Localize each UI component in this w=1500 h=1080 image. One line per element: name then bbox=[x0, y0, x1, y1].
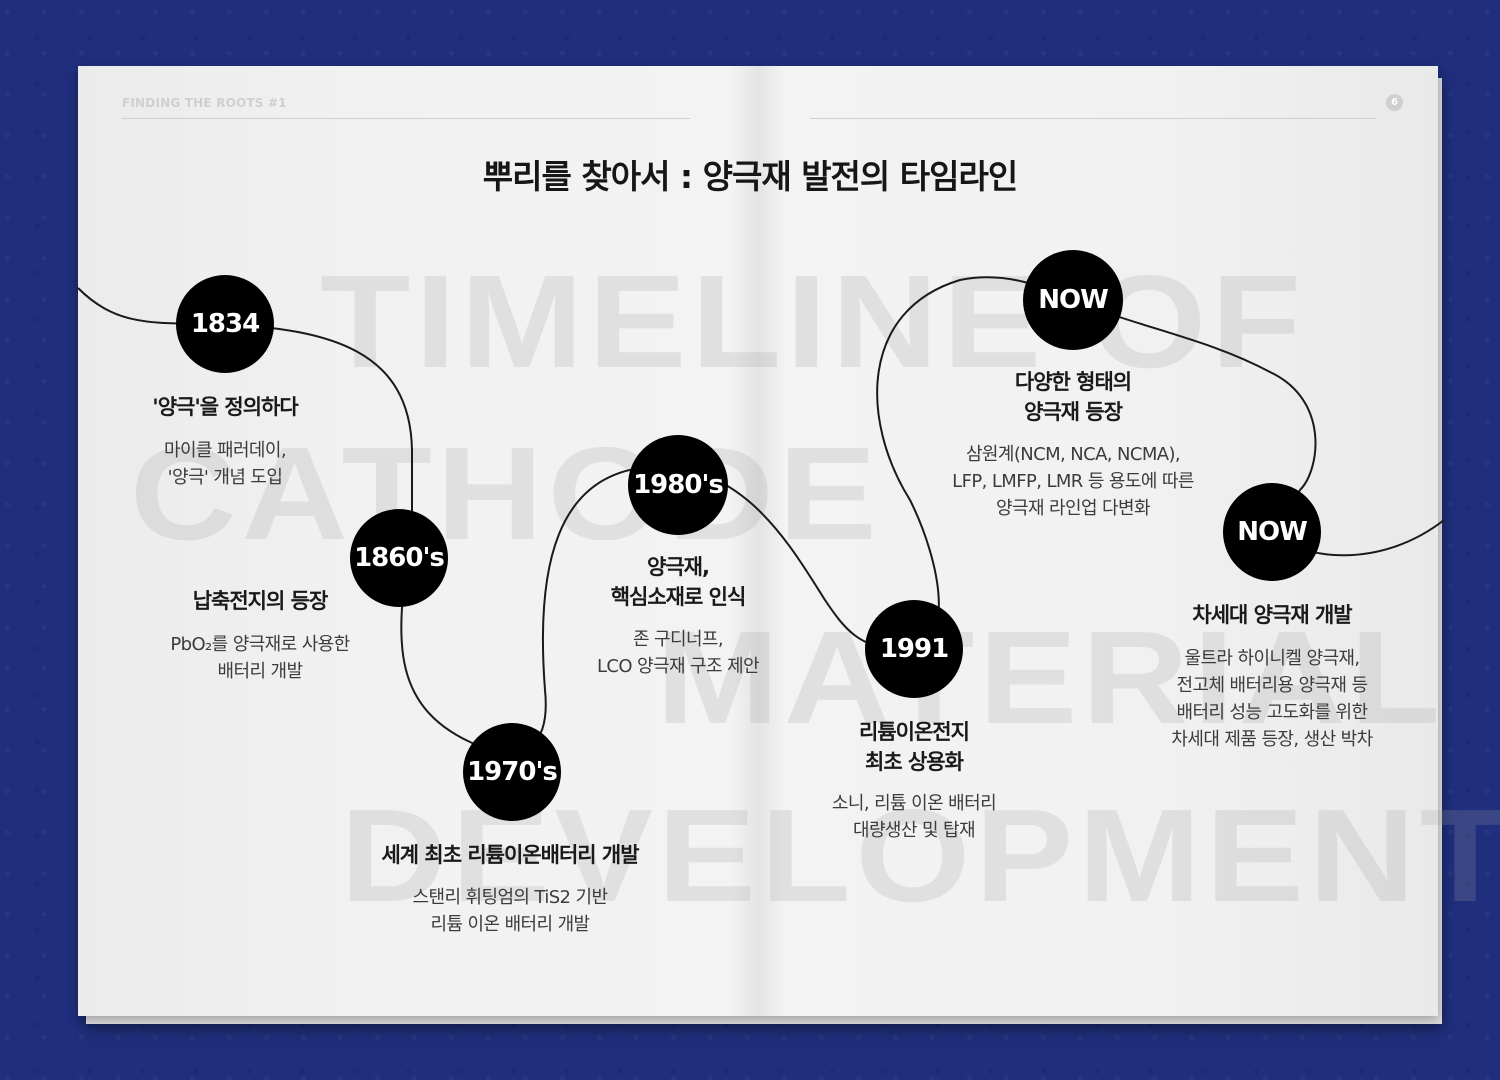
timeline-node-1970s: 1970's bbox=[463, 723, 561, 821]
timeline-node-1991: 1991 bbox=[865, 600, 963, 698]
event-desc-1834-line-1: 마이클 패러데이, bbox=[164, 440, 287, 461]
event-desc-now-2-line-2: 전고체 배터리용 양극재 등 bbox=[1176, 675, 1369, 696]
event-desc-1860s-line-1: PbO₂를 양극재로 사용한 bbox=[170, 634, 350, 655]
event-title-1991-line-2: 최초 상용화 bbox=[865, 750, 964, 774]
event-desc-now-1-line-1: 삼원계(NCM, NCA, NCMA), bbox=[965, 444, 1181, 465]
event-desc-1980s-line-1: 존 구디너프, bbox=[632, 629, 724, 650]
timeline-node-1834: 1834 bbox=[176, 275, 274, 373]
page-number: 6 bbox=[1386, 94, 1403, 111]
event-title-1860s: 납축전지의 등장 bbox=[192, 589, 329, 613]
event-title-now-2: 차세대 양극재 개발 bbox=[1192, 603, 1352, 627]
event-desc-1860s-line-2: 배터리 개발 bbox=[217, 661, 304, 682]
event-desc-1970s-line-2: 리튬 이온 배터리 개발 bbox=[430, 914, 590, 935]
event-title-now-1-line-1: 다양한 형태의 bbox=[1014, 370, 1132, 394]
timeline-node-1860s: 1860's bbox=[350, 509, 448, 607]
event-desc-1991-line-1: 소니, 리튬 이온 배터리 bbox=[831, 793, 997, 814]
event-desc-1980s-line-2: LCO 양극재 구조 제안 bbox=[596, 656, 760, 677]
header-rule-left bbox=[122, 118, 690, 119]
open-magazine bbox=[78, 66, 1438, 1016]
event-desc-1834-line-2: '양극' 개념 도입 bbox=[167, 467, 283, 488]
event-desc-now-2-line-3: 배터리 성능 고도화를 위한 bbox=[1176, 702, 1369, 723]
page-title: 뿌리를 찾아서 : 양극재 발전의 타임라인 bbox=[482, 157, 1018, 196]
watermark-line-3: MATERIAL bbox=[656, 604, 1445, 751]
event-title-1834: '양극'을 정의하다 bbox=[152, 395, 298, 419]
timeline-node-now-1: NOW bbox=[1023, 250, 1123, 350]
event-desc-1991-line-2: 대량생산 및 탑재 bbox=[853, 820, 976, 841]
event-desc-1970s-line-1: 스탠리 휘팅엄의 TiS2 기반 bbox=[412, 887, 609, 908]
watermark-line-2: CATHODE bbox=[130, 420, 882, 567]
event-desc-now-2-line-4: 차세대 제품 등장, 생산 박차 bbox=[1171, 729, 1373, 750]
watermark-line-1: TIMELINE OF bbox=[320, 248, 1306, 395]
event-title-1991-line-1: 리튬이온전지 bbox=[859, 720, 970, 744]
timeline-node-now-2: NOW bbox=[1223, 483, 1321, 581]
event-desc-now-1-line-2: LFP, LMFP, LMR 등 용도에 따른 bbox=[952, 471, 1194, 492]
event-desc-now-1-line-3: 양극재 라인업 다변화 bbox=[996, 498, 1150, 519]
event-desc-now-2-line-1: 울트라 하이니켈 양극재, bbox=[1184, 648, 1361, 669]
running-head: FINDING THE ROOTS #1 bbox=[122, 96, 287, 110]
event-title-now-1-line-2: 양극재 등장 bbox=[1024, 400, 1123, 424]
timeline-node-1980s: 1980's bbox=[628, 435, 728, 535]
event-title-1980s-line-1: 양극재, bbox=[647, 555, 710, 579]
event-title-1980s-line-2: 핵심소재로 인식 bbox=[610, 585, 747, 609]
header-rule-right bbox=[810, 118, 1376, 119]
event-title-1970s: 세계 최초 리튬이온배터리 개발 bbox=[381, 843, 639, 867]
